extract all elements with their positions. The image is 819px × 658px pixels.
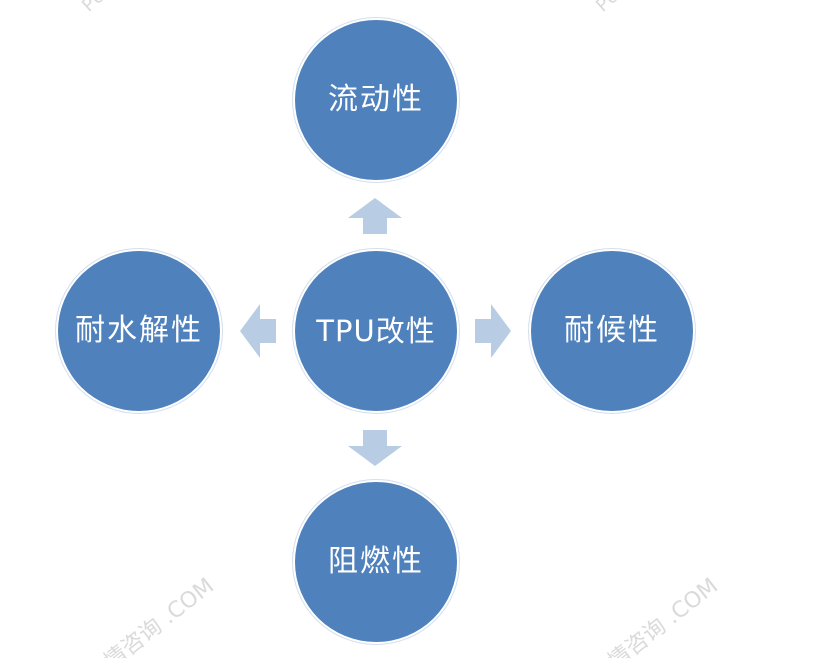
arrow-up-icon [348, 198, 402, 234]
watermark-top-left: PU [78, 0, 110, 17]
watermark-bottom-left: 情咨询 .COM [99, 573, 219, 658]
node-bottom: 阻燃性 [293, 480, 459, 644]
node-top: 流动性 [293, 18, 459, 182]
arrow-left-icon [240, 304, 276, 358]
node-right: 耐候性 [529, 249, 695, 413]
node-center: TPU改性 [293, 249, 459, 413]
node-bottom-label: 阻燃性 [328, 544, 424, 579]
node-center-label: TPU改性 [316, 313, 436, 348]
node-left-label: 耐水解性 [75, 313, 203, 348]
watermark-bottom-right: 情咨询 .COM [603, 573, 723, 658]
watermark-top-right: PU [592, 0, 624, 17]
node-left: 耐水解性 [56, 249, 222, 413]
arrow-right-icon [475, 304, 511, 358]
node-right-label: 耐候性 [564, 313, 660, 348]
node-top-label: 流动性 [328, 82, 424, 117]
arrow-down-icon [348, 430, 402, 466]
